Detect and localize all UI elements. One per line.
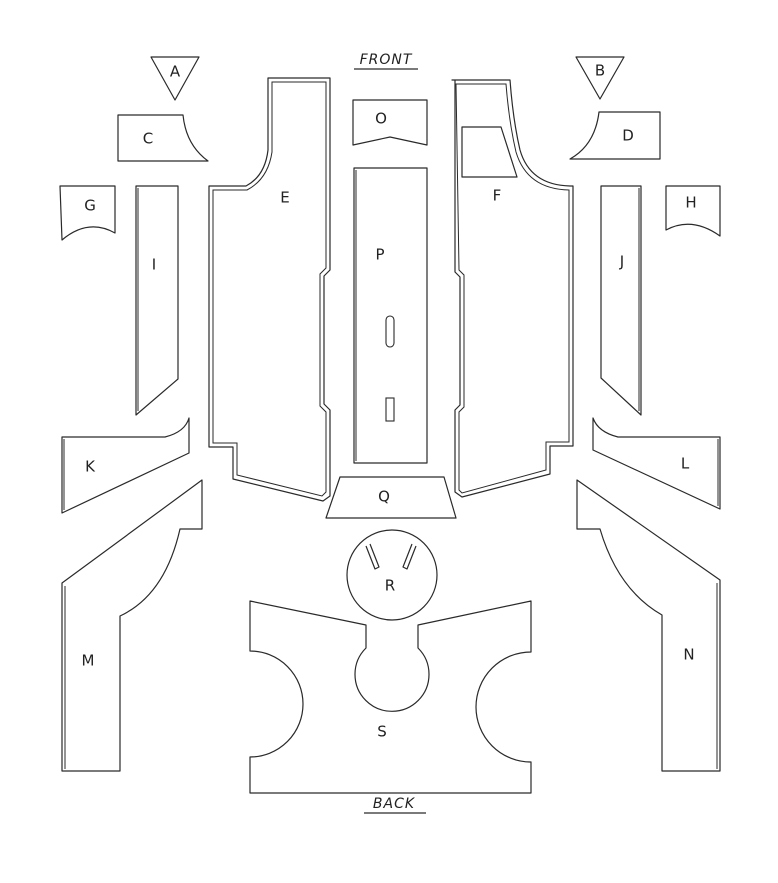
- piece-e-label: E: [280, 189, 289, 207]
- piece-h-label: H: [685, 194, 696, 212]
- piece-n: N: [576, 479, 721, 772]
- piece-o: O: [352, 99, 428, 146]
- piece-q-label: Q: [378, 488, 390, 506]
- front-label: FRONT: [360, 52, 413, 68]
- piece-m: M: [61, 479, 203, 772]
- piece-f-label: F: [493, 187, 502, 205]
- slot-lower: [385, 397, 395, 422]
- piece-b-label: B: [595, 62, 605, 80]
- piece-o-label: O: [375, 110, 387, 128]
- piece-a-label: A: [170, 63, 181, 81]
- piece-c: C: [117, 114, 209, 162]
- notch-left: [365, 543, 380, 570]
- piece-q: Q: [325, 476, 457, 519]
- piece-d: D: [569, 111, 661, 160]
- piece-l: L: [592, 417, 721, 510]
- piece-a: A: [150, 56, 200, 101]
- piece-p-label: P: [375, 246, 384, 264]
- piece-i: I: [135, 185, 179, 416]
- notch-right: [402, 543, 417, 570]
- piece-i-label: I: [152, 256, 156, 274]
- piece-c-label: C: [143, 130, 153, 148]
- piece-r-label: R: [385, 577, 395, 595]
- piece-j-label: J: [619, 253, 624, 271]
- piece-g-label: G: [84, 197, 96, 215]
- piece-k-label: K: [85, 458, 96, 476]
- piece-n-label: N: [683, 646, 694, 664]
- back-label: BACK: [373, 796, 416, 812]
- piece-r: R: [346, 529, 438, 621]
- piece-p: P: [353, 167, 428, 464]
- piece-e: E: [208, 77, 331, 502]
- piece-h: H: [665, 185, 721, 237]
- piece-g: G: [59, 185, 116, 241]
- piece-s: S: [249, 600, 532, 794]
- piece-k: K: [61, 417, 190, 514]
- piece-d-label: D: [622, 127, 634, 145]
- piece-b: B: [575, 56, 625, 100]
- piece-m-label: M: [82, 652, 95, 670]
- piece-l-label: L: [681, 455, 690, 473]
- piece-f: F: [451, 79, 574, 498]
- slot-upper: [385, 315, 395, 348]
- piece-s-label: S: [377, 723, 387, 741]
- piece-j: J: [600, 185, 642, 416]
